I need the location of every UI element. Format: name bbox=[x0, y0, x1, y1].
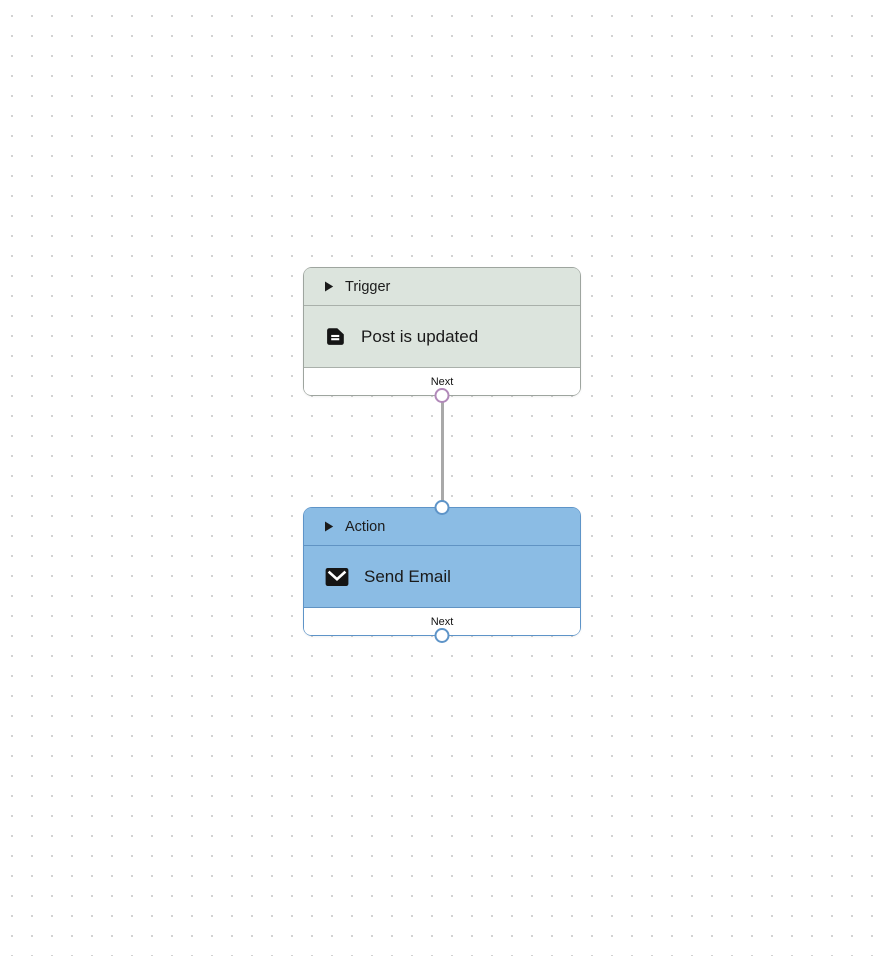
action-node-title: Action bbox=[345, 518, 386, 535]
play-triangle-icon[interactable] bbox=[324, 521, 334, 532]
connector-line bbox=[440, 394, 444, 508]
trigger-output-port[interactable] bbox=[434, 388, 450, 403]
email-icon bbox=[325, 567, 349, 586]
post-document-icon bbox=[327, 328, 344, 345]
trigger-node[interactable]: Trigger Post is updated Next bbox=[303, 267, 581, 403]
action-node[interactable]: Action Send Email Next bbox=[303, 500, 581, 643]
action-step-row[interactable]: Send Email bbox=[304, 546, 580, 607]
trigger-next-label: Next bbox=[430, 375, 454, 388]
action-input-port[interactable] bbox=[434, 500, 450, 515]
play-triangle-icon[interactable] bbox=[324, 281, 334, 292]
trigger-node-title: Trigger bbox=[345, 278, 391, 295]
trigger-step-row[interactable]: Post is updated bbox=[304, 306, 580, 367]
trigger-node-header[interactable]: Trigger bbox=[304, 268, 580, 306]
action-next-label: Next bbox=[430, 615, 454, 628]
trigger-step-label: Post is updated bbox=[361, 326, 479, 346]
action-step-label: Send Email bbox=[364, 566, 451, 586]
action-output-port[interactable] bbox=[434, 628, 450, 643]
